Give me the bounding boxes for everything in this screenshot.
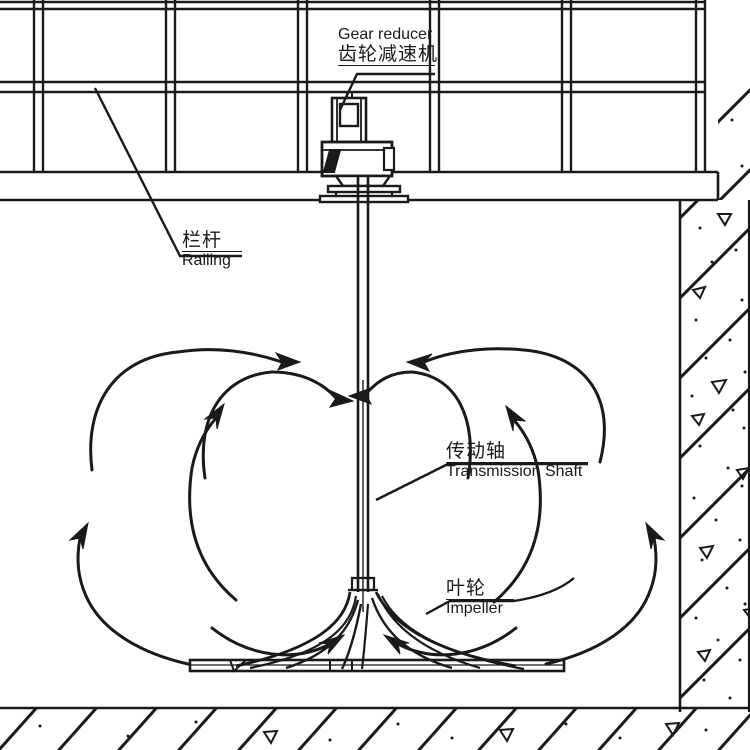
label-railing-cn: 栏杆 [182, 229, 223, 251]
leader-lines-group [93, 72, 588, 616]
label-railing-rule [182, 251, 242, 252]
label-gear-reducer-cn: 齿轮减速机 [338, 43, 439, 65]
label-transmission-shaft-cn: 传动轴 [446, 440, 507, 462]
leader-railing [93, 87, 242, 258]
label-transmission-shaft-rule [446, 462, 588, 463]
label-impeller-cn: 叶轮 [446, 577, 487, 599]
label-impeller-en: Impeller [446, 600, 503, 617]
leader-impeller-tail [513, 577, 575, 603]
label-railing-en: Railing [182, 252, 231, 269]
tank-wall-right [678, 200, 750, 712]
leader-impeller [425, 599, 514, 616]
railing-group [0, 0, 707, 172]
leader-gear-reducer [338, 72, 435, 111]
label-transmission-shaft: 传动轴 Transmission Shaft [446, 441, 588, 481]
label-gear-reducer-rule [338, 65, 435, 66]
label-gear-reducer-en: Gear reducer [338, 26, 433, 43]
label-impeller: 叶轮 Impeller [446, 578, 514, 618]
label-railing: 栏杆 Railing [182, 230, 242, 270]
label-gear-reducer: Gear reducer 齿轮减速机 [338, 26, 438, 66]
label-impeller-rule [446, 599, 514, 600]
tank-wall-top-right [718, 87, 750, 200]
transmission-shaft-group [356, 176, 370, 612]
label-transmission-shaft-en: Transmission Shaft [446, 463, 583, 480]
leader-transmission-shaft [375, 462, 588, 502]
motor-assembly [318, 92, 410, 204]
impeller-group [188, 576, 566, 673]
flow-arrows-group [68, 347, 666, 666]
tank-floor [0, 706, 750, 750]
